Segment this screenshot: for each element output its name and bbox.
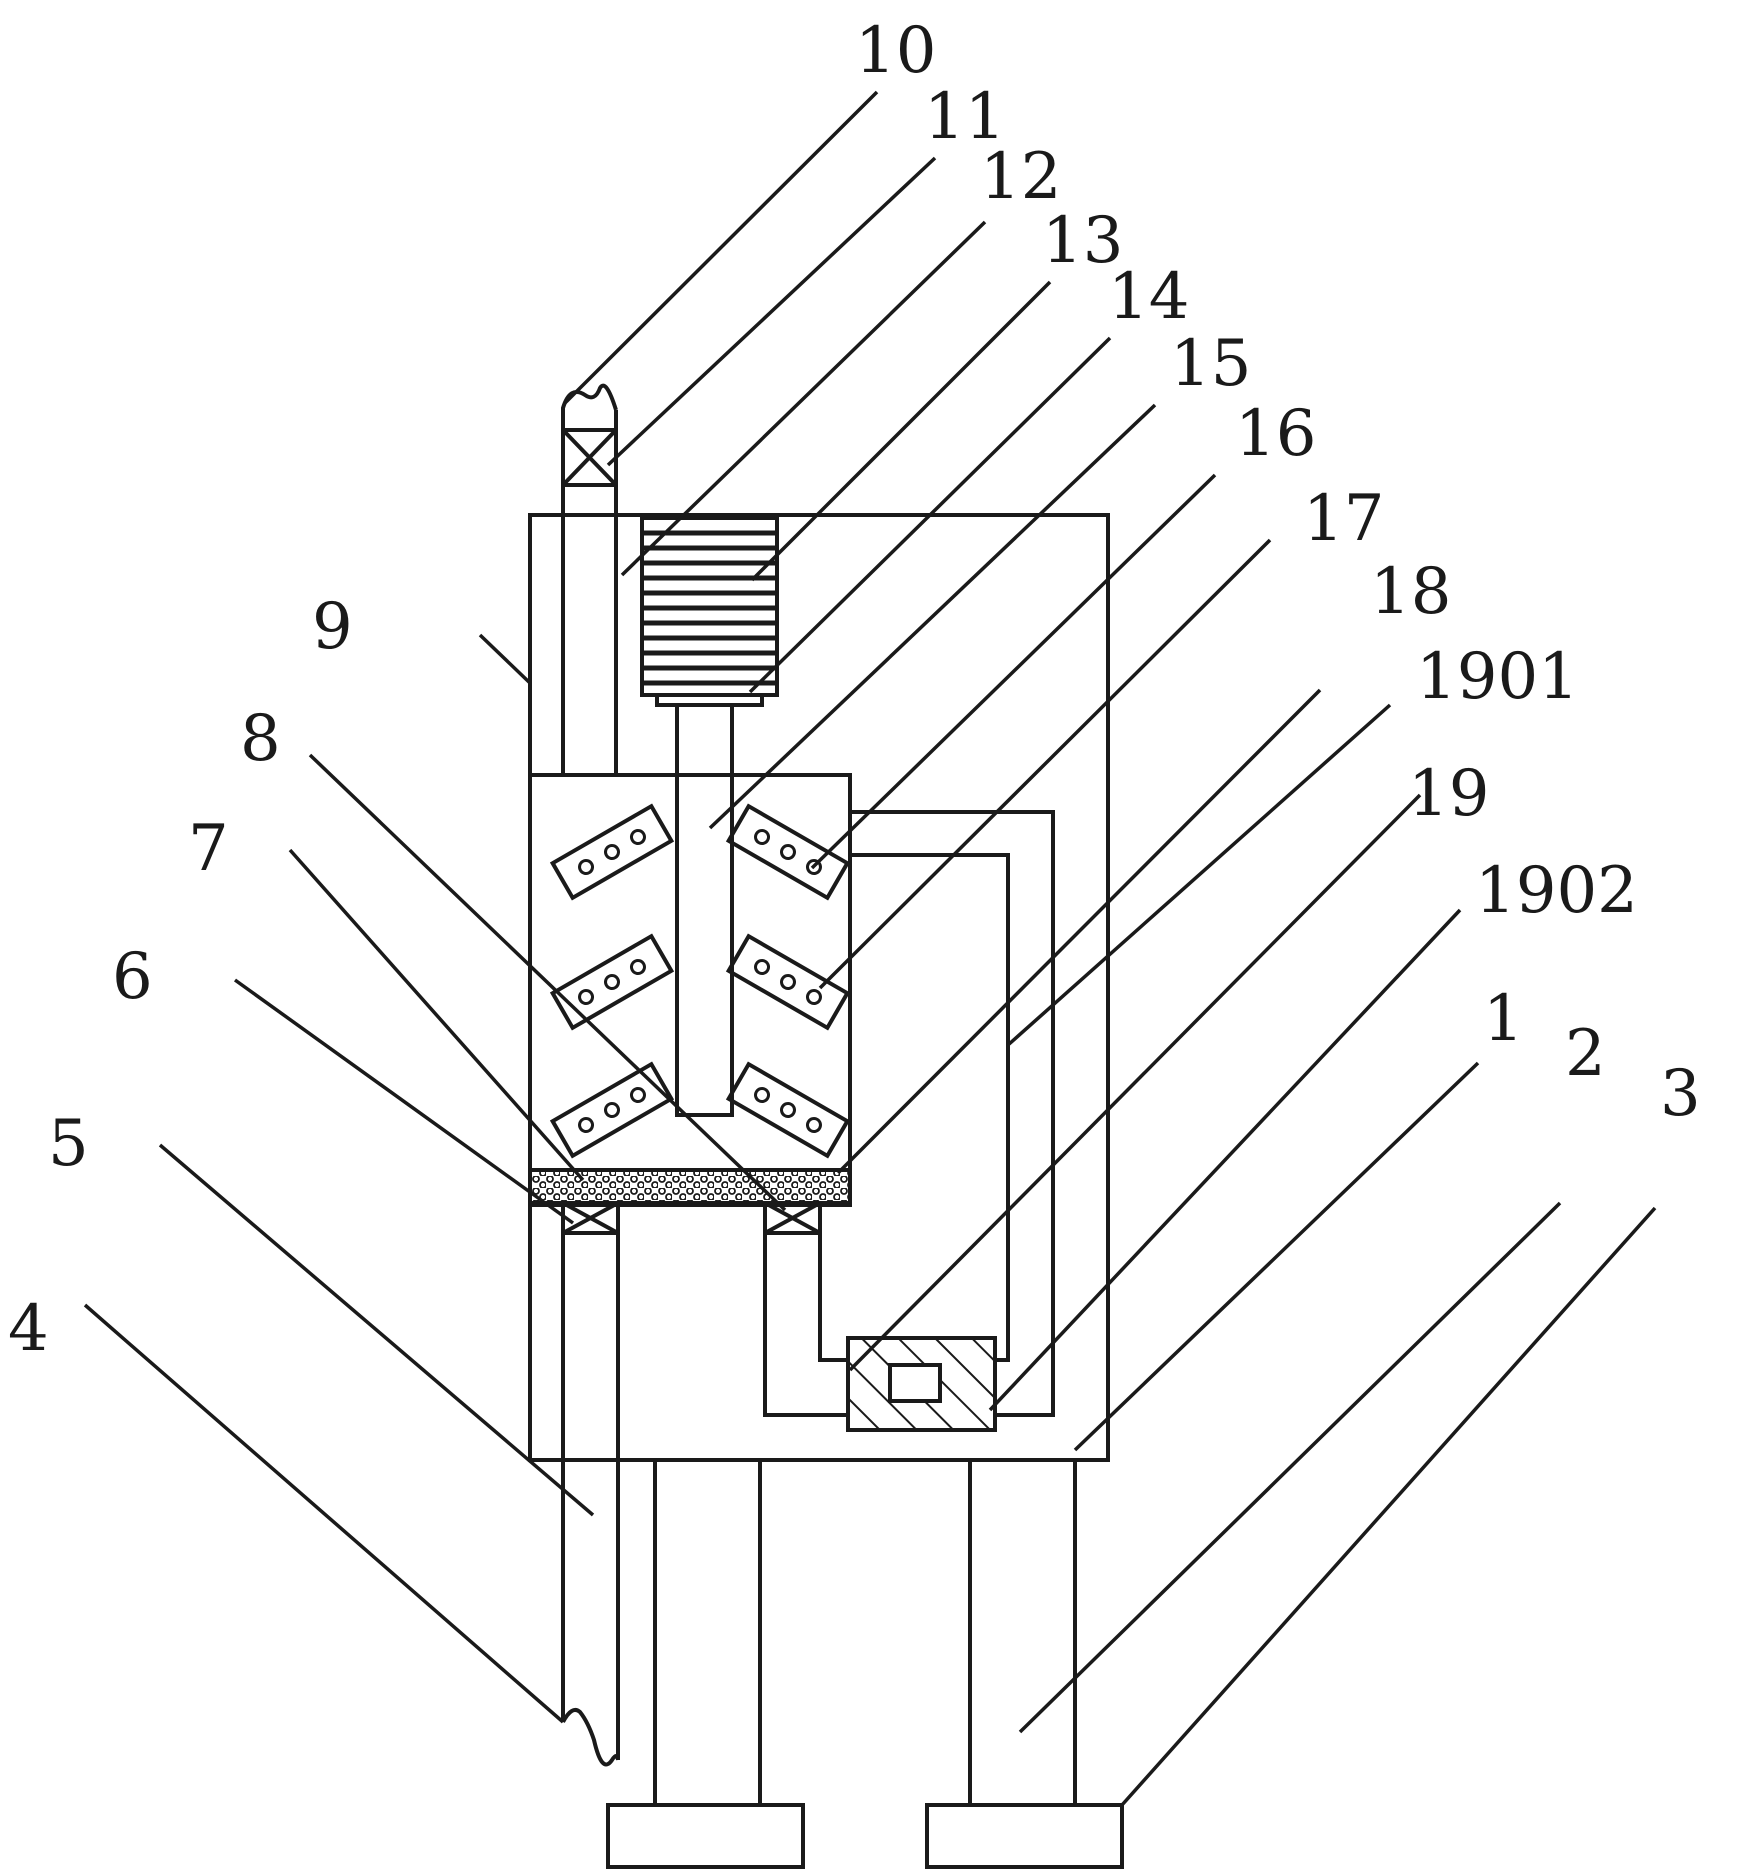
label-1901: 1901 xyxy=(1416,640,1579,714)
leader-lines xyxy=(83,90,1657,1807)
label-4: 4 xyxy=(8,1292,49,1366)
feet xyxy=(606,1803,1124,1869)
label-9: 9 xyxy=(312,590,353,664)
label-18: 18 xyxy=(1370,555,1451,629)
circulation-pump xyxy=(846,1336,997,1432)
stirring-shaft xyxy=(675,703,734,1117)
motor xyxy=(640,516,779,697)
legs xyxy=(653,1458,1077,1807)
label-10: 10 xyxy=(855,14,936,88)
label-8: 8 xyxy=(240,702,281,776)
outlet-valve xyxy=(561,1201,620,1235)
label-2: 2 xyxy=(1565,1017,1606,1091)
label-19: 19 xyxy=(1408,757,1489,831)
label-14: 14 xyxy=(1108,260,1189,334)
circulation-pipes xyxy=(763,810,1055,1417)
return-valve xyxy=(763,1201,822,1235)
inlet-pipe xyxy=(561,383,618,775)
label-1: 1 xyxy=(1483,982,1524,1056)
label-17: 17 xyxy=(1303,482,1384,556)
filter-screen xyxy=(528,1168,852,1205)
label-7: 7 xyxy=(188,812,229,886)
label-12: 12 xyxy=(980,140,1061,214)
reference-numerals: 10 11 12 13 14 15 16 17 18 1901 19 1902 … xyxy=(8,14,1701,1366)
label-11: 11 xyxy=(924,80,1005,154)
label-6: 6 xyxy=(112,940,153,1014)
label-1902: 1902 xyxy=(1475,854,1638,928)
label-5: 5 xyxy=(48,1107,89,1181)
label-16: 16 xyxy=(1235,397,1316,471)
label-13: 13 xyxy=(1042,204,1123,278)
label-15: 15 xyxy=(1170,327,1251,401)
label-3: 3 xyxy=(1660,1057,1701,1131)
inlet-valve xyxy=(561,428,618,487)
outlet-pipe xyxy=(561,1233,620,1767)
stirring-blades xyxy=(549,803,851,1159)
